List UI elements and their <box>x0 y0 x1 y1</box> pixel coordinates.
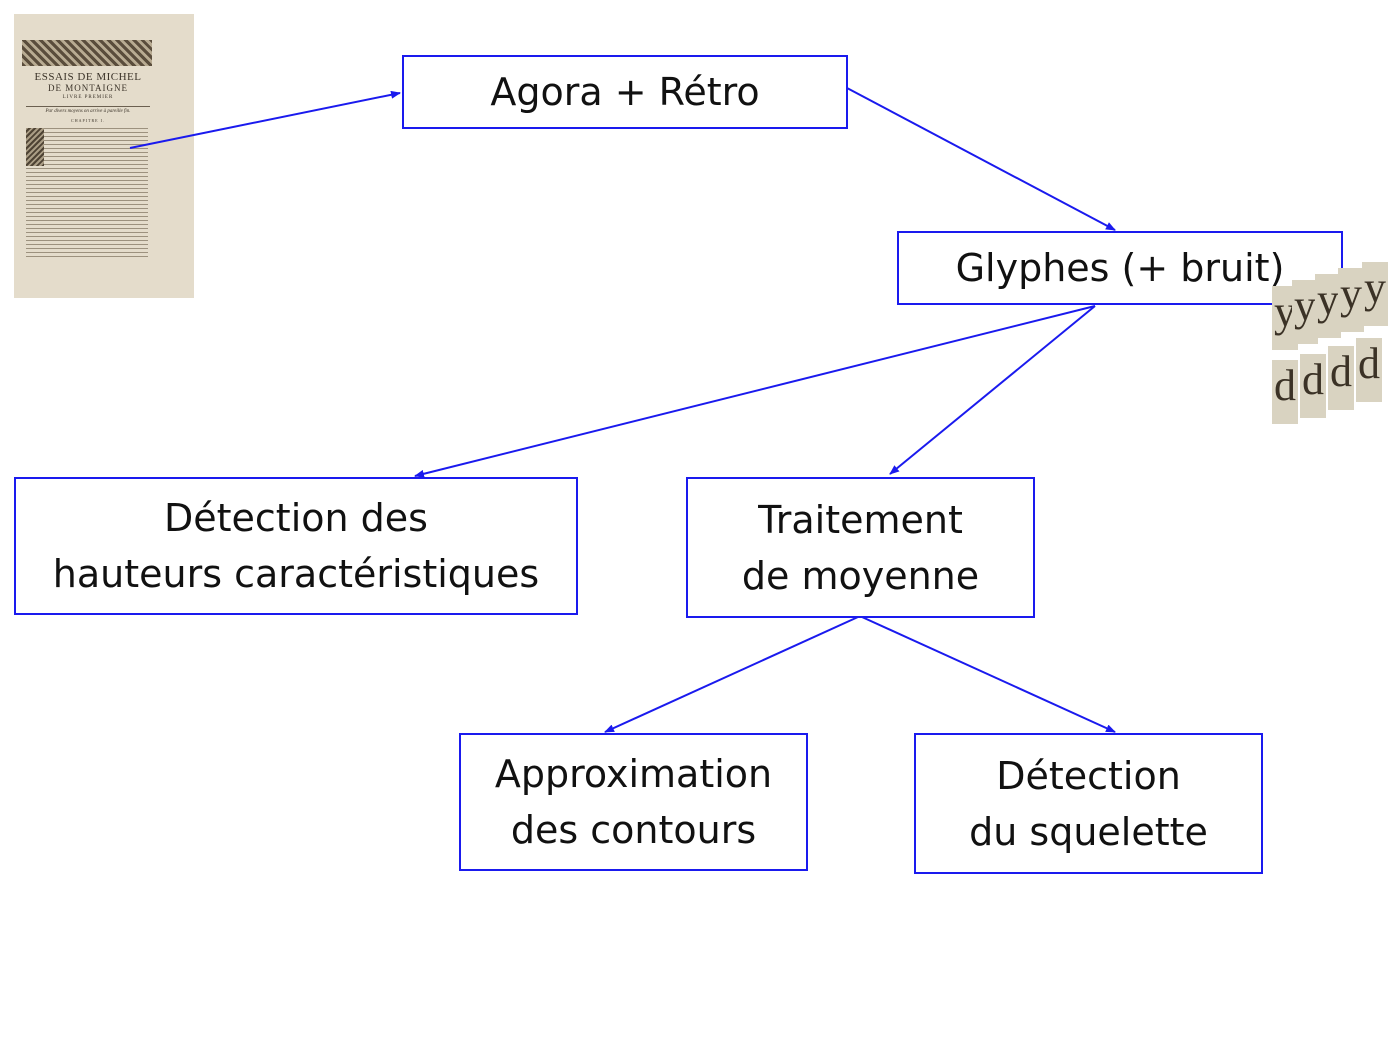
doc-drop-cap <box>26 128 44 166</box>
node-label: Détection <box>996 753 1181 798</box>
glyph-y: y <box>1292 280 1318 344</box>
node-traitement-moyenne: Traitement de moyenne <box>686 477 1035 618</box>
ornament-band <box>22 40 152 66</box>
glyph-d: d <box>1272 360 1298 424</box>
node-label: Détection des <box>164 496 428 540</box>
edge-glyphes-hauteurs <box>414 305 1096 478</box>
doc-chapter: CHAPITRE I. <box>71 118 105 123</box>
node-approximation-contours: Approximation des contours <box>459 733 808 871</box>
doc-title-2: DE MONTAIGNE <box>47 83 129 93</box>
node-label: de moyenne <box>741 553 980 598</box>
doc-body-text <box>26 128 148 258</box>
node-label: du squelette <box>969 809 1208 854</box>
glyph-samples: y y y y y d d d d <box>1272 262 1392 427</box>
edge-moyenne-contours <box>604 616 859 733</box>
node-label: Traitement <box>758 497 963 542</box>
doc-title: ESSAIS DE MICHEL <box>34 71 142 83</box>
node-label: Agora + Rétro <box>490 70 760 114</box>
doc-subtitle: LIVRE PREMIER <box>62 95 114 100</box>
edge-agora-glyphes <box>846 87 1116 231</box>
edge-document-agora <box>129 90 401 149</box>
node-label: hauteurs caractéristiques <box>52 552 540 596</box>
node-label: Approximation <box>494 752 773 796</box>
glyph-y: y <box>1315 274 1341 338</box>
node-detection-squelette: Détection du squelette <box>914 733 1263 874</box>
doc-rule <box>26 106 150 107</box>
glyph-d: d <box>1328 346 1354 410</box>
node-label: des contours <box>510 808 757 852</box>
doc-chapter-heading: Par divers moyens on arrive à pareille f… <box>45 109 131 114</box>
node-glyphes: Glyphes (+ bruit) <box>897 231 1343 305</box>
node-label: Glyphes (+ bruit) <box>955 246 1285 290</box>
node-agora-retro: Agora + Rétro <box>402 55 848 129</box>
source-document-thumbnail: ESSAIS DE MICHEL DE MONTAIGNE LIVRE PREM… <box>14 14 194 298</box>
glyph-d: d <box>1300 354 1326 418</box>
edge-moyenne-squelette <box>861 616 1116 733</box>
glyph-y: y <box>1338 268 1364 332</box>
edge-glyphes-moyenne <box>889 305 1096 475</box>
glyph-y: y <box>1362 262 1388 326</box>
node-detection-hauteurs: Détection des hauteurs caractéristiques <box>14 477 578 615</box>
glyph-d: d <box>1356 338 1382 402</box>
